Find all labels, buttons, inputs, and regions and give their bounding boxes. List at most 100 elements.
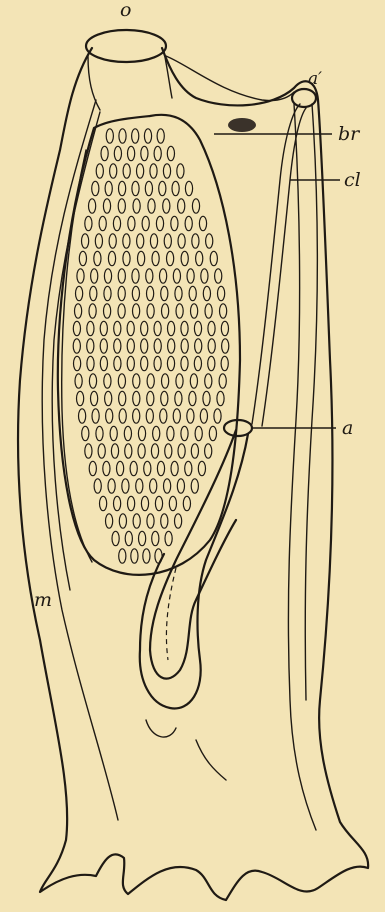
stigma-slit <box>195 339 202 353</box>
stigma-slit <box>208 321 215 335</box>
stigma-slit <box>161 514 168 528</box>
stigma-slit <box>152 251 159 265</box>
stigma-slit <box>177 479 184 493</box>
stigma-slit <box>133 374 140 388</box>
stigma-slit <box>87 356 94 370</box>
stigma-slit <box>150 234 157 248</box>
stigma-slit <box>175 391 182 405</box>
stigma-slit <box>147 391 154 405</box>
stigma-slit <box>114 321 121 335</box>
stigma-slit <box>110 164 117 178</box>
stigma-slit <box>160 269 167 283</box>
stigma-slit <box>79 409 86 423</box>
stigma-slit <box>100 321 107 335</box>
stigma-slit <box>92 409 99 423</box>
stigma-slit <box>167 426 174 440</box>
stigma-slit <box>124 426 131 440</box>
stigma-slit <box>157 461 164 475</box>
stigma-slit <box>163 199 170 213</box>
stigma-slit <box>159 181 166 195</box>
stigma-slit <box>119 129 126 143</box>
stigma-slit <box>119 391 126 405</box>
stigma-slit <box>203 391 210 405</box>
stigma-slit <box>109 234 116 248</box>
cloaca-wall <box>288 104 316 830</box>
stigma-slit <box>142 216 149 230</box>
stigma-slit <box>77 269 84 283</box>
stigma-slit <box>172 181 179 195</box>
stigma-slit <box>118 374 125 388</box>
stigma-slit <box>173 409 180 423</box>
stigma-slit <box>208 356 215 370</box>
stigma-slit <box>147 286 154 300</box>
stigma-slit <box>132 129 139 143</box>
stigma-slit <box>194 321 201 335</box>
stigma-slit <box>208 339 215 353</box>
stigma-slit <box>214 409 221 423</box>
stigma-slit <box>181 321 188 335</box>
stigma-slit <box>144 461 151 475</box>
stigma-slit <box>152 531 159 545</box>
stigma-slit <box>130 461 137 475</box>
stigma-slit <box>141 496 148 510</box>
stigma-slit <box>195 426 202 440</box>
stigma-slit <box>91 391 98 405</box>
stigma-slit <box>141 321 148 335</box>
stigma-slit <box>133 514 140 528</box>
stigma-slit <box>185 461 192 475</box>
stigma-slit <box>177 164 184 178</box>
stigma-slit <box>105 181 112 195</box>
stigma-slit <box>114 496 121 510</box>
label-atrial-upper: a′ <box>308 69 322 89</box>
stigma-slit <box>101 146 108 160</box>
stigma-slit <box>205 444 212 458</box>
stalk-inner <box>146 720 226 780</box>
stigma-slit <box>205 374 212 388</box>
stigma-slit <box>132 181 139 195</box>
stigma-slit <box>145 181 152 195</box>
stigma-slit <box>112 531 119 545</box>
stigma-slit <box>131 549 138 563</box>
stigma-slit <box>125 444 132 458</box>
stigma-slit <box>191 479 198 493</box>
stigma-slit <box>128 216 135 230</box>
stigma-slit <box>123 164 130 178</box>
stigma-slit <box>114 356 121 370</box>
stigma-slit <box>76 286 83 300</box>
stigma-slit <box>118 199 125 213</box>
stigma-slit <box>85 444 92 458</box>
stigma-slit <box>141 356 148 370</box>
stigma-slit <box>206 234 213 248</box>
stigma-slit <box>164 234 171 248</box>
stigma-slit <box>161 391 168 405</box>
stigma-slit <box>122 479 129 493</box>
stigma-slit <box>128 146 135 160</box>
stigma-slit <box>85 216 92 230</box>
stigma-slit <box>118 304 125 318</box>
stigma-slit <box>108 479 115 493</box>
stigma-slit <box>148 199 155 213</box>
stigma-slit <box>98 444 105 458</box>
stigma-slit <box>128 496 135 510</box>
stigma-slit <box>169 496 176 510</box>
stigma-slit <box>221 356 228 370</box>
stigma-slit <box>181 356 188 370</box>
stigma-slit <box>171 461 178 475</box>
stigma-slit <box>141 339 148 353</box>
stigma-slit <box>104 304 111 318</box>
stigma-slit <box>141 146 148 160</box>
stigma-slit <box>119 181 126 195</box>
stigma-slit <box>138 444 145 458</box>
stigma-slit <box>75 304 82 318</box>
stigma-slit <box>220 304 227 318</box>
stigma-slit <box>99 216 106 230</box>
stigma-slit <box>138 251 145 265</box>
stigma-slit <box>162 304 169 318</box>
body-dorsal-wall <box>166 56 294 101</box>
stigma-slit <box>191 304 198 318</box>
stigma-slit <box>165 531 172 545</box>
stigma-slit <box>119 549 126 563</box>
stigma-slit <box>146 269 153 283</box>
cloaca-wall-inner <box>305 104 317 700</box>
stigma-slit <box>156 216 163 230</box>
